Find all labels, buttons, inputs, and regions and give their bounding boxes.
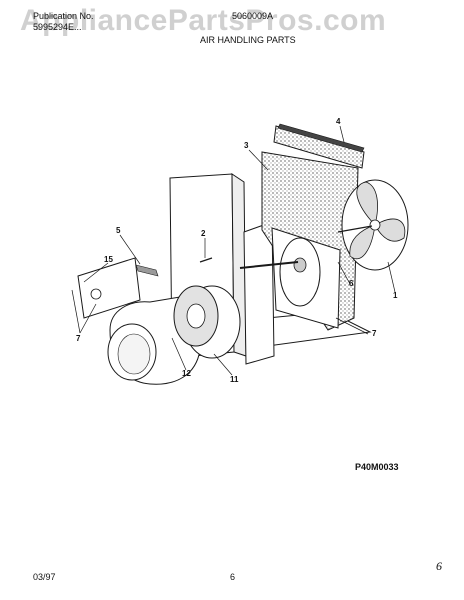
mount-plate-hole	[90, 288, 102, 300]
fan-blade-3	[349, 224, 376, 260]
blower-inlet-inner	[117, 333, 151, 375]
handwritten-mark: 6	[436, 559, 442, 573]
callout-2: 2	[201, 229, 206, 238]
leader-lines	[71, 125, 396, 376]
publication-label: Publication No.	[33, 11, 94, 21]
figure-code: P40M0033	[355, 462, 399, 472]
callout-7-right: 7	[372, 329, 377, 338]
fan-hub	[369, 219, 381, 231]
callout-12: 12	[182, 369, 191, 378]
footer-page-number: 6	[230, 572, 236, 582]
model-number: 5060009A	[232, 11, 274, 21]
callout-1: 1	[393, 291, 398, 300]
filter-strip	[135, 264, 159, 277]
fan-blade-1	[356, 181, 378, 226]
callout-7-left: 7	[76, 334, 81, 343]
watermark-text: AppliancePartsPros.com	[20, 4, 387, 37]
blower-mount-plate	[77, 257, 141, 319]
motor-hub	[293, 257, 307, 273]
fan-blade-2	[374, 218, 406, 242]
blower-wheel-hub	[186, 303, 206, 329]
callout-4: 4	[336, 117, 341, 126]
top-bracket-strip	[277, 123, 365, 153]
motor-shaft	[239, 261, 299, 269]
callout-11: 11	[230, 375, 239, 384]
callout-6: 6	[349, 279, 354, 288]
motor-partition	[243, 221, 275, 365]
callout-15: 15	[104, 255, 113, 264]
fan-shaft	[337, 225, 373, 233]
callout-3: 3	[244, 141, 249, 150]
section-title: AIR HANDLING PARTS	[200, 35, 296, 45]
screw	[199, 257, 213, 263]
footer-date: 03/97	[33, 572, 56, 582]
callout-5: 5	[116, 226, 121, 235]
publication-number: 5995294E...	[33, 22, 82, 32]
